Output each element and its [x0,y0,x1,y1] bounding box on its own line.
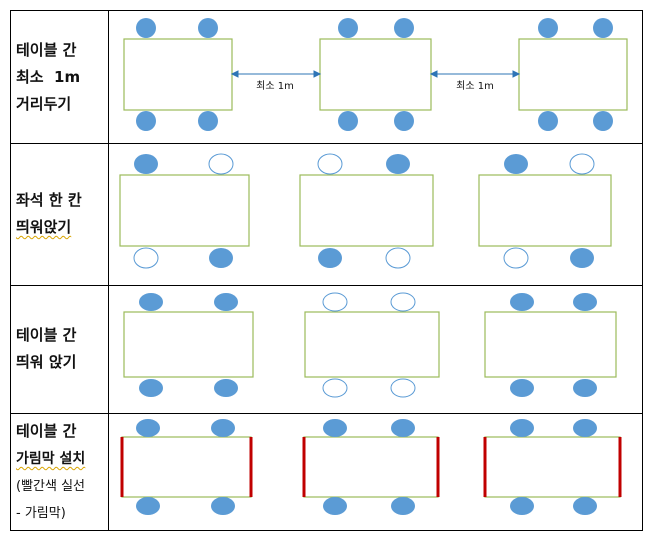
seat-filled [510,419,534,437]
table-rect [123,38,233,111]
seat-filled [510,379,534,397]
label-line: 최소 1m [16,68,81,86]
gap-label: 최소 1m [256,80,294,92]
table-rect [484,311,617,378]
seat-filled [338,18,358,38]
label-line: 띄워 앉기 [16,353,77,371]
row-3-diagram [123,292,617,398]
label-line: 좌석 한 칸 [16,191,82,209]
row-4-label: 테이블 간 가림막 설치 (빨간색 실선 - 가림막) [16,418,85,527]
label-line: 거리두기 [16,95,72,113]
label-line: 가림막 설치 [16,451,86,467]
seat-filled [209,248,233,268]
seat-filled [323,497,347,515]
seat-filled [136,111,156,131]
seat-empty [322,378,348,398]
table-grid [10,10,643,531]
seat-empty [317,153,343,175]
table-rect [121,436,252,498]
seat-filled [318,248,342,268]
label-line: 띄워앉기 [16,218,72,236]
seat-filled [538,18,558,38]
label-line: 테이블 간 [16,41,77,59]
seat-filled [510,497,534,515]
seat-filled [504,154,528,174]
seat-empty [208,153,234,175]
row-4-diagram [120,419,622,515]
seat-empty [133,247,159,269]
table-rect [319,38,432,111]
seat-filled [573,293,597,311]
table-rect [303,436,439,498]
seat-filled [323,419,347,437]
row-1-diagram: 최소 1m 최소 1m [123,18,628,131]
row-1-label: 테이블 간 최소 1m 거리두기 [16,37,80,118]
seat-filled [538,111,558,131]
seat-filled [394,111,414,131]
seat-filled [573,497,597,515]
seat-filled [136,419,160,437]
seat-empty [390,378,416,398]
table-rect [484,436,621,498]
label-line: (빨간색 실선 [16,479,86,494]
seat-filled [211,419,235,437]
seat-filled [391,419,415,437]
seat-filled [570,248,594,268]
seat-filled [593,18,613,38]
label-line: 테이블 간 [16,326,77,344]
seat-filled [573,379,597,397]
seat-filled [134,154,158,174]
gap-arrow [230,70,322,78]
row-2-label: 좌석 한 칸 띄워앉기 [16,187,82,241]
seat-filled [136,18,156,38]
seat-filled [136,497,160,515]
label-line: 테이블 간 [16,422,77,440]
label-line: - 가림막) [16,506,66,521]
row-2-diagram [119,153,612,269]
seat-filled [394,18,414,38]
seat-filled [386,154,410,174]
seat-filled [510,293,534,311]
table-rect [518,38,628,111]
seat-empty [385,247,411,269]
seat-filled [211,497,235,515]
seat-filled [593,111,613,131]
seat-filled [139,379,163,397]
seat-filled [198,18,218,38]
seat-empty [503,247,529,269]
gap-arrow [429,70,521,78]
seat-filled [139,293,163,311]
gap-label: 최소 1m [456,80,494,92]
table-rect [299,174,434,247]
seat-filled [198,111,218,131]
row-3-label: 테이블 간 띄워 앉기 [16,322,76,376]
seat-filled [214,293,238,311]
seat-empty [322,292,348,312]
seat-empty [390,292,416,312]
table-rect [123,311,254,378]
seat-filled [338,111,358,131]
seat-empty [569,153,595,175]
table-rect [478,174,612,247]
seat-filled [573,419,597,437]
seat-filled [391,497,415,515]
seat-filled [214,379,238,397]
table-rect [304,311,440,378]
table-rect [119,174,250,247]
